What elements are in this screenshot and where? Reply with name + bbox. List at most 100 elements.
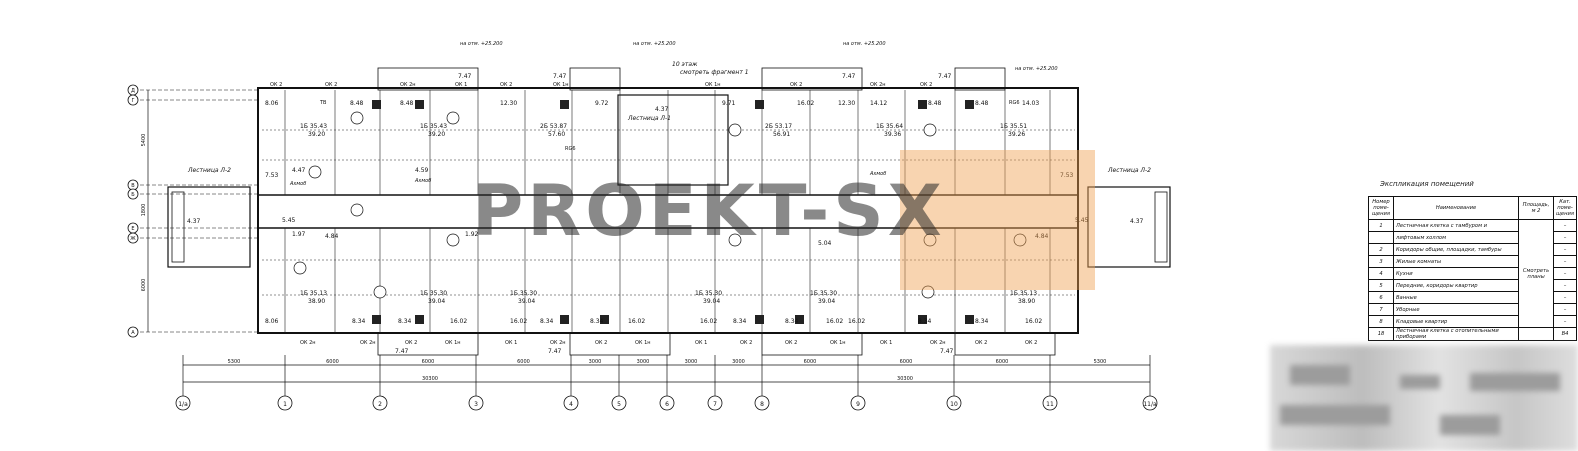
- axis-letter: А: [131, 330, 135, 336]
- level-mark: на отм. +25.200: [843, 41, 886, 47]
- axis-letter-bubble: [127, 232, 139, 244]
- axis-letter-bubble: [127, 188, 139, 200]
- apartment-label-top: 1Б 35.43: [300, 123, 327, 130]
- axis-number: 2: [378, 401, 382, 408]
- window-tag-bottom: ОК 2н: [300, 340, 316, 346]
- window-tag-top: ОК 2н: [870, 82, 886, 88]
- room-number-marker: [308, 165, 322, 179]
- row-num: 7: [1368, 303, 1394, 316]
- room-area-bottom: 8.34: [785, 318, 799, 325]
- dimension-value: 5300: [1094, 359, 1107, 365]
- device-tag: RG6: [565, 146, 576, 152]
- vent-shaft-mark: [965, 100, 974, 109]
- misc-area-value: 7.53: [1060, 172, 1074, 179]
- row-cat: –: [1553, 279, 1577, 292]
- row-name: Лестничная клетка с тамбуром и: [1393, 219, 1519, 232]
- apartment-total-top: 57.60: [548, 131, 565, 138]
- room-label: Ахмоб: [289, 181, 306, 187]
- axis-bubble: [1142, 395, 1158, 411]
- row-name: Уборные: [1393, 303, 1519, 316]
- left-dimension: 1800: [141, 204, 147, 217]
- axis-number: 10: [950, 401, 958, 408]
- stair-label-left: Лестница Л-2: [187, 167, 231, 174]
- axis-letter: В: [131, 183, 135, 189]
- window-tag-bottom: ОК 2: [740, 340, 752, 346]
- explication-table: Номер поме-щения Наименование Площадь, м…: [1368, 196, 1577, 341]
- room-label: Ахмоб: [869, 171, 886, 177]
- apartment-label-bottom: 1Б 35.30: [420, 290, 447, 297]
- left-stair-steps: [171, 191, 185, 263]
- room-area-bottom: 8.34: [733, 318, 747, 325]
- window-tag-top: ОК 2: [790, 82, 802, 88]
- window-tag-top: ОК 1н: [705, 82, 721, 88]
- row-cat: –: [1553, 243, 1577, 256]
- window-tag-top: ОК 2: [325, 82, 337, 88]
- dimension-total: 30300: [897, 376, 913, 382]
- row-name: Кухни: [1393, 267, 1519, 280]
- header-name: Наименование: [1393, 196, 1519, 220]
- explication-title: Экспликация помещений: [1380, 180, 1474, 188]
- misc-area-value: 5.04: [818, 240, 832, 247]
- device-tag: ТВ: [319, 100, 327, 106]
- window-tag-bottom: ОК 1н: [635, 340, 651, 346]
- right-stair-outline: [1087, 186, 1171, 268]
- room-number-marker: [1013, 233, 1027, 247]
- misc-area-value: 4.47: [292, 167, 306, 174]
- apartment-label-top: 1Б 35.43: [420, 123, 447, 130]
- row-name: Жилые комнаты: [1393, 255, 1519, 268]
- axis-number: 11: [1046, 401, 1054, 408]
- row-name: Коридоры общие, площадки, тамбуры: [1393, 243, 1519, 256]
- vent-shaft-mark: [755, 315, 764, 324]
- row-cat: –: [1553, 267, 1577, 280]
- misc-area-value: 7.47: [395, 348, 409, 355]
- row-name: лифтовым холлом: [1393, 231, 1519, 244]
- window-tag-bottom: ОК 2: [1025, 340, 1037, 346]
- window-tag-bottom: ОК 2: [785, 340, 797, 346]
- room-area-bottom: 8.34: [352, 318, 366, 325]
- misc-area-value: 7.47: [458, 73, 472, 80]
- room-area-top: 8.06: [265, 100, 279, 107]
- apartment-label-bottom: 1Б 35.13: [300, 290, 327, 297]
- apartment-label-top: 2Б 53.87: [540, 123, 567, 130]
- level-mark: на отм. +25.200: [633, 41, 676, 47]
- misc-area-value: 7.47: [548, 348, 562, 355]
- left-stair-outline: [167, 186, 251, 268]
- row-cat: –: [1553, 303, 1577, 316]
- row-cat: –: [1553, 231, 1577, 244]
- window-tag-bottom: ОК 1н: [445, 340, 461, 346]
- room-area-top: 8.48: [975, 100, 989, 107]
- dimension-value: 5300: [228, 359, 241, 365]
- window-tag-bottom: ОК 1: [505, 340, 517, 346]
- vent-shaft-mark: [755, 100, 764, 109]
- misc-area-value: 5.45: [282, 217, 296, 224]
- misc-area-value: 4.84: [325, 233, 339, 240]
- misc-area-value: 4.37: [655, 106, 669, 113]
- window-tag-bottom: ОК 2н: [550, 340, 566, 346]
- room-area-bottom: 16.02: [700, 318, 717, 325]
- room-area-top: 14.12: [870, 100, 887, 107]
- misc-area-value: 4.37: [187, 218, 201, 225]
- center-stair-outline: [617, 94, 729, 186]
- vent-shaft-mark: [560, 100, 569, 109]
- room-number-marker: [728, 123, 742, 137]
- axis-bubble: [659, 395, 675, 411]
- dimension-value: 6000: [326, 359, 339, 365]
- room-area-bottom: 16.02: [826, 318, 843, 325]
- vent-shaft-mark: [415, 315, 424, 324]
- window-tag-top: ОК 2н: [400, 82, 416, 88]
- room-number-marker: [446, 233, 460, 247]
- misc-area-value: 7.47: [553, 73, 567, 80]
- row-name: Лестничная клетка с отопительными прибор…: [1393, 327, 1519, 341]
- window-tag-top: ОК 1н: [553, 82, 569, 88]
- axis-number: 5: [617, 401, 621, 408]
- table-header-row: Номер поме-щения Наименование Площадь, м…: [1368, 196, 1577, 220]
- axis-bubble: [563, 395, 579, 411]
- dimension-value: 6000: [517, 359, 530, 365]
- floor-note: 10 этаж: [672, 61, 698, 68]
- window-tag-bottom: ОК 2н: [360, 340, 376, 346]
- axis-bubble: [707, 395, 723, 411]
- axis-number: 1/а: [178, 401, 188, 408]
- stair-label-right: Лестница Л-2: [1107, 167, 1151, 174]
